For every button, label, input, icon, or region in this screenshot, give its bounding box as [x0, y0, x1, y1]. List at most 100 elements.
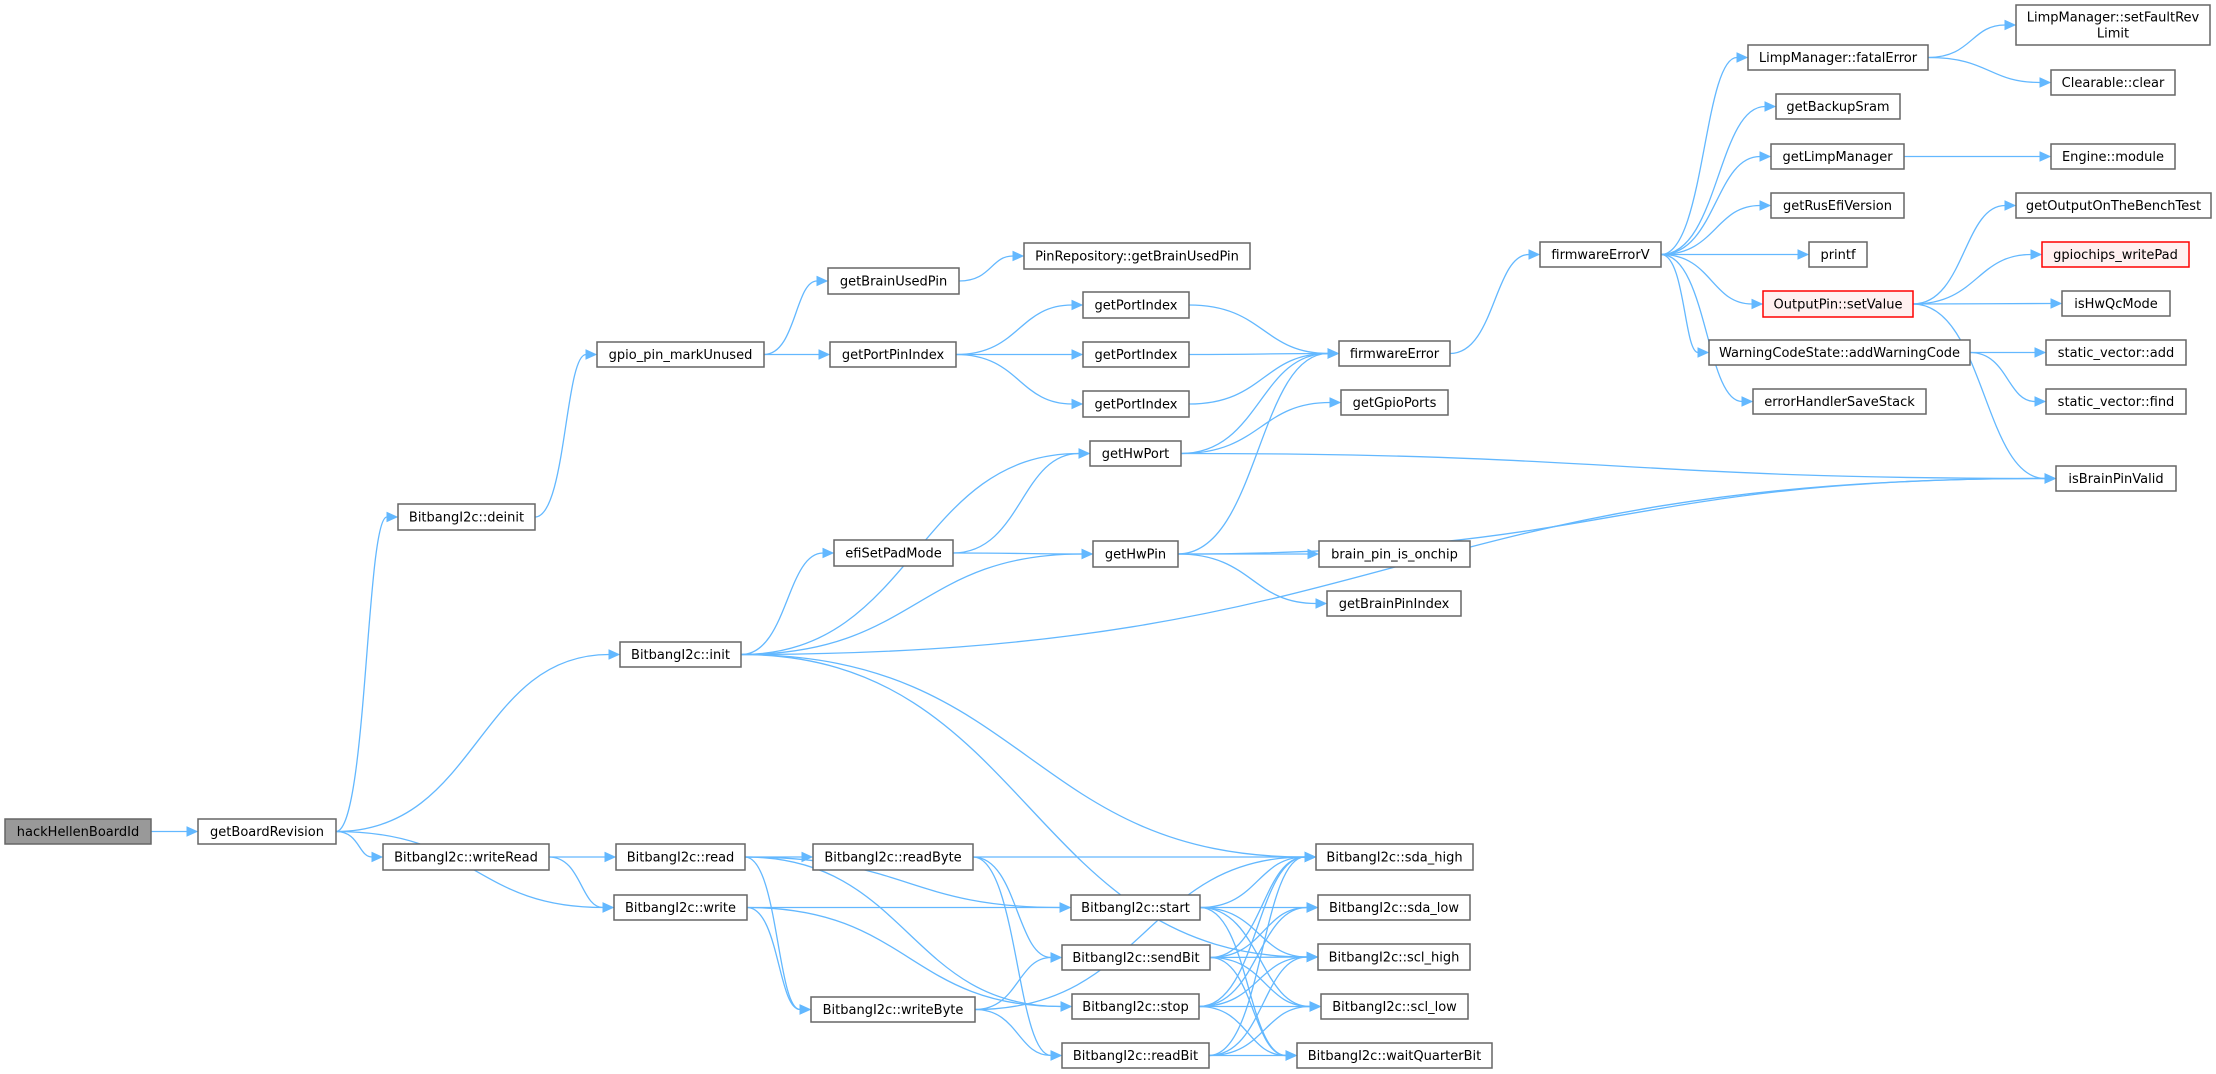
node-sda-low[interactable]: BitbangI2c::sda_low	[1317, 894, 1471, 921]
node-start[interactable]: BitbangI2c::start	[1070, 894, 1201, 921]
node-getbackupsram[interactable]: getBackupSram	[1775, 93, 1901, 120]
node-getportindex1[interactable]: getPortIndex	[1082, 291, 1190, 319]
arrowhead-icon	[2004, 19, 2017, 31]
node-label: getPortIndex	[1095, 348, 1178, 363]
node-addwarningcode[interactable]: WarningCodeState::addWarningCode	[1708, 339, 1971, 366]
edge-stop-to-sda-low	[1198, 902, 1319, 1008]
node-gpio-pin-markunused[interactable]: gpio_pin_markUnused	[596, 341, 765, 368]
node-clear[interactable]: Clearable::clear	[2050, 69, 2176, 96]
node-fatalerror[interactable]: LimpManager::fatalError	[1747, 44, 1929, 71]
node-box	[2045, 388, 2187, 415]
node-label: gpiochips_writePad	[2053, 248, 2178, 263]
edge-writeread-to-read	[548, 851, 617, 863]
node-pinrepo-getbrainusedpin[interactable]: PinRepository::getBrainUsedPin	[1023, 242, 1251, 270]
node-efisetpadmode[interactable]: efiSetPadMode	[833, 539, 954, 567]
node-label: getBrainPinIndex	[1339, 597, 1450, 612]
node-getboardrevision[interactable]: getBoardRevision	[197, 818, 337, 845]
edge-readbit-to-waitquarterbit	[1209, 1050, 1298, 1061]
node-read[interactable]: BitbangI2c::read	[615, 843, 746, 871]
node-stop[interactable]: BitbangI2c::stop	[1071, 993, 1200, 1020]
node-getlimpmanager[interactable]: getLimpManager	[1770, 143, 1905, 170]
node-getportindex3[interactable]: getPortIndex	[1082, 390, 1190, 418]
node-label: firmwareErrorV	[1551, 248, 1649, 263]
edge-sendbit-to-scl-low	[1209, 956, 1322, 1012]
node-errorhandlersavestack[interactable]: errorHandlerSaveStack	[1752, 388, 1927, 415]
node-engine-module[interactable]: Engine::module	[2050, 143, 2176, 170]
node-getportindex2[interactable]: getPortIndex	[1082, 341, 1190, 368]
node-box	[2055, 465, 2177, 492]
arrowhead-icon	[799, 1004, 812, 1015]
node-writeread[interactable]: BitbangI2c::writeRead	[382, 843, 550, 871]
node-readbit[interactable]: BitbangI2c::readBit	[1061, 1042, 1210, 1069]
node-box	[1770, 143, 1905, 170]
node-writebyte[interactable]: BitbangI2c::writeByte	[810, 996, 976, 1023]
arrowhead-icon	[1059, 902, 1072, 913]
arrowhead-icon	[2034, 396, 2047, 407]
arrowhead-icon	[1060, 1001, 1073, 1012]
node-getrusefiversion[interactable]: getRusEfiVersion	[1770, 192, 1905, 219]
arrowhead-icon	[2039, 77, 2052, 88]
node-box	[2050, 143, 2176, 170]
edge-gethwpin-to-brain-pin-is-onchip	[1178, 548, 1320, 560]
node-gethwpin[interactable]: getHwPin	[1092, 540, 1179, 568]
node-write[interactable]: BitbangI2c::write	[613, 894, 748, 921]
node-setvalue[interactable]: OutputPin::setValue	[1762, 290, 1914, 318]
arrowhead-icon	[1327, 348, 1340, 359]
node-readbyte[interactable]: BitbangI2c::readByte	[812, 843, 974, 871]
arrowhead-icon	[2030, 249, 2043, 260]
node-firmwareerrorv[interactable]: firmwareErrorV	[1539, 241, 1662, 268]
node-box	[615, 843, 746, 871]
node-deinit[interactable]: BitbangI2c::deinit	[397, 503, 536, 531]
node-label: LimpManager::fatalError	[1759, 51, 1918, 66]
edge-setvalue-to-isbrainpinvalid	[1912, 303, 2057, 484]
node-getoutputonthebenchtest[interactable]: getOutputOnTheBenchTest	[2015, 192, 2212, 219]
edge-getboardrevision-to-init	[335, 649, 621, 833]
node-ishwqcmode[interactable]: isHwQcMode	[2061, 290, 2171, 317]
node-label: BitbangI2c::writeRead	[394, 851, 538, 866]
node-label: static_vector::add	[2058, 346, 2174, 361]
arrowhead-icon	[608, 649, 621, 660]
node-box	[397, 503, 536, 531]
node-gpiochips-writepad[interactable]: gpiochips_writePad	[2041, 241, 2190, 268]
node-getbrainpinindex[interactable]: getBrainPinIndex	[1326, 590, 1462, 617]
edge-fatalerror-to-clear	[1927, 56, 2052, 88]
node-sv-add[interactable]: static_vector::add	[2045, 339, 2187, 366]
arrowhead-icon	[1741, 396, 1754, 407]
node-sendbit[interactable]: BitbangI2c::sendBit	[1061, 944, 1211, 971]
node-getbrainusedpin[interactable]: getBrainUsedPin	[827, 267, 960, 295]
arrowhead-icon	[1751, 298, 1764, 310]
node-getportpinindex[interactable]: getPortPinIndex	[829, 341, 957, 368]
edge-writebyte-to-sendbit	[974, 952, 1063, 1011]
node-firmwareerror[interactable]: firmwareError	[1338, 340, 1451, 367]
node-hackhellenboardid[interactable]: hackHellenBoardId	[4, 818, 152, 845]
node-scl-low[interactable]: BitbangI2c::scl_low	[1320, 993, 1469, 1020]
node-gethwport[interactable]: getHwPort	[1089, 440, 1182, 467]
node-isbrainpinvalid[interactable]: isBrainPinValid	[2055, 465, 2177, 492]
edge-gethwport-to-isbrainpinvalid	[1180, 452, 2057, 484]
node-scl-high[interactable]: BitbangI2c::scl_high	[1317, 943, 1471, 971]
edge-setvalue-to-ishwqcmode	[1912, 298, 2063, 309]
edge-setvalue-to-gpiochips-writepad	[1912, 249, 2043, 305]
node-label: getBoardRevision	[210, 825, 324, 840]
node-box	[613, 894, 748, 921]
arrowhead-icon	[1736, 52, 1749, 63]
node-box	[2015, 192, 2212, 219]
arrowhead-icon	[1078, 448, 1091, 459]
node-label: getOutputOnTheBenchTest	[2026, 199, 2201, 214]
node-printf[interactable]: printf	[1808, 241, 1868, 268]
node-brain-pin-is-onchip[interactable]: brain_pin_is_onchip	[1318, 540, 1471, 568]
arrowhead-icon	[1309, 1001, 1322, 1012]
arrowhead-icon	[818, 349, 831, 360]
node-waitquarterbit[interactable]: BitbangI2c::waitQuarterBit	[1296, 1042, 1493, 1069]
node-getgpioports[interactable]: getGpioPorts	[1340, 389, 1449, 416]
node-box	[197, 818, 337, 845]
node-box	[1318, 540, 1471, 568]
node-label: BitbangI2c::sda_high	[1326, 851, 1462, 866]
node-sv-find[interactable]: static_vector::find	[2045, 388, 2187, 415]
node-init[interactable]: BitbangI2c::init	[619, 641, 742, 668]
arrowhead-icon	[822, 547, 835, 559]
node-sda-high[interactable]: BitbangI2c::sda_high	[1315, 843, 1474, 871]
node-box	[2015, 4, 2211, 46]
arrowhead-icon	[1071, 299, 1084, 311]
